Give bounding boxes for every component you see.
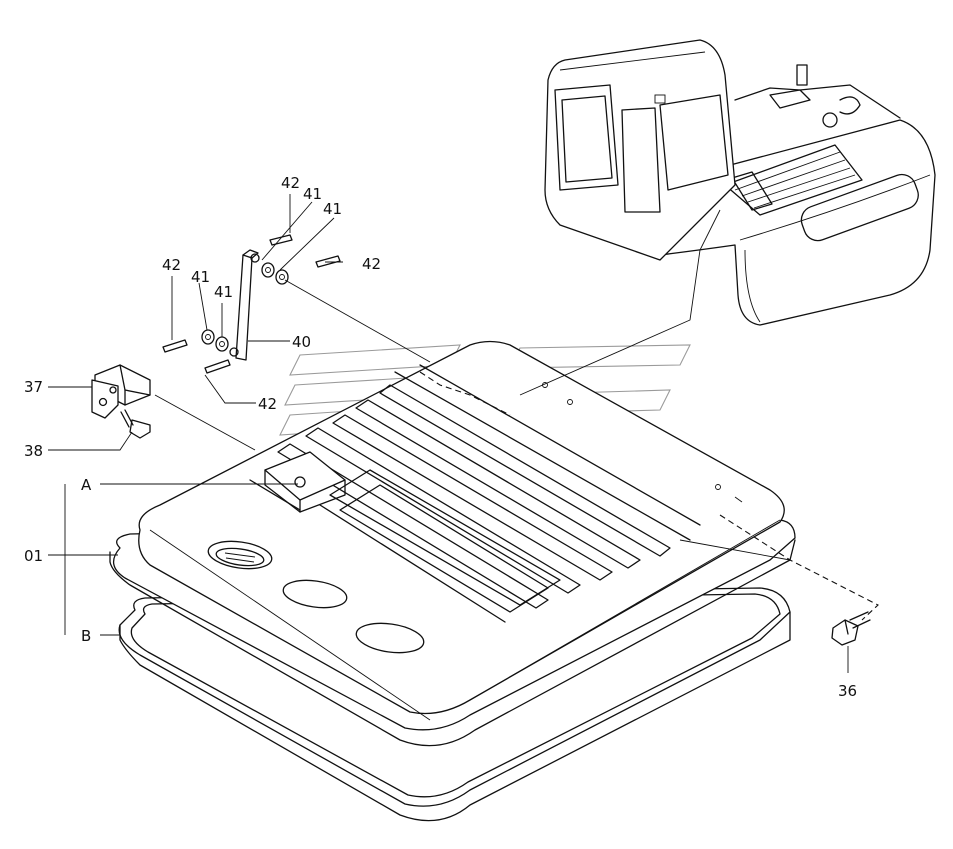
callout-38: 38 bbox=[24, 442, 43, 460]
callout-labels: 42 41 41 42 42 41 41 40 42 37 38 A 01 B … bbox=[24, 174, 857, 700]
callout-40: 40 bbox=[292, 333, 311, 351]
callout-42-left: 42 bbox=[162, 256, 181, 274]
bolt-36 bbox=[831, 611, 871, 646]
callout-01: 01 bbox=[24, 547, 43, 565]
leader-lines bbox=[48, 194, 879, 673]
callout-41-top-1: 41 bbox=[303, 185, 322, 203]
bolt-38 bbox=[120, 409, 151, 439]
excavator-drawing bbox=[544, 39, 936, 326]
rod-assembly bbox=[162, 234, 341, 374]
callout-41-left-1: 41 bbox=[191, 268, 210, 286]
callout-a: A bbox=[81, 476, 92, 494]
callout-b: B bbox=[81, 627, 91, 645]
callout-41-top-2: 41 bbox=[323, 200, 342, 218]
engine-cover-panel bbox=[109, 340, 796, 747]
callout-42-bottom: 42 bbox=[258, 395, 277, 413]
callout-42-top: 42 bbox=[281, 174, 300, 192]
callout-37: 37 bbox=[24, 378, 43, 396]
callout-41-left-2: 41 bbox=[214, 283, 233, 301]
hinge-bracket bbox=[91, 364, 151, 419]
callout-42-right: 42 bbox=[362, 255, 381, 273]
callout-36: 36 bbox=[838, 682, 857, 700]
